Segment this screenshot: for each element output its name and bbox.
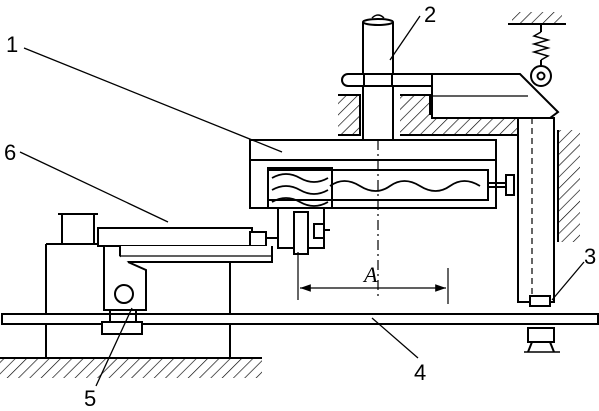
top-ceiling	[508, 12, 566, 25]
upper-lever	[431, 73, 560, 119]
dimension-a	[297, 252, 449, 304]
leader-lines	[19, 15, 585, 387]
callout-5: 5	[84, 386, 96, 411]
left-post	[58, 213, 98, 245]
guide-plate	[1, 313, 599, 325]
callout-2: 2	[424, 2, 436, 27]
lower-roller-support	[524, 327, 560, 353]
pivot-bracket	[101, 246, 147, 335]
upper-frame	[338, 94, 530, 136]
leader-6	[19, 151, 169, 223]
adjust-screw	[488, 174, 515, 196]
leader-4	[371, 317, 419, 359]
spring	[530, 24, 552, 87]
leader-1	[23, 47, 283, 153]
spindle-block	[277, 207, 330, 255]
ground-hatch	[0, 357, 262, 378]
lower-arm	[97, 227, 278, 247]
shaft-collar	[341, 73, 443, 87]
callout-3: 3	[584, 244, 596, 269]
leader-5	[95, 307, 133, 387]
leader-2	[389, 15, 421, 61]
vertical-rod	[517, 117, 555, 307]
right-wall	[557, 130, 580, 242]
leader-3	[551, 261, 585, 301]
dimension-a-label: A	[362, 262, 378, 287]
callout-4: 4	[414, 360, 426, 385]
callout-6: 6	[4, 140, 16, 165]
lower-link	[119, 246, 273, 263]
callout-1: 1	[6, 32, 18, 57]
